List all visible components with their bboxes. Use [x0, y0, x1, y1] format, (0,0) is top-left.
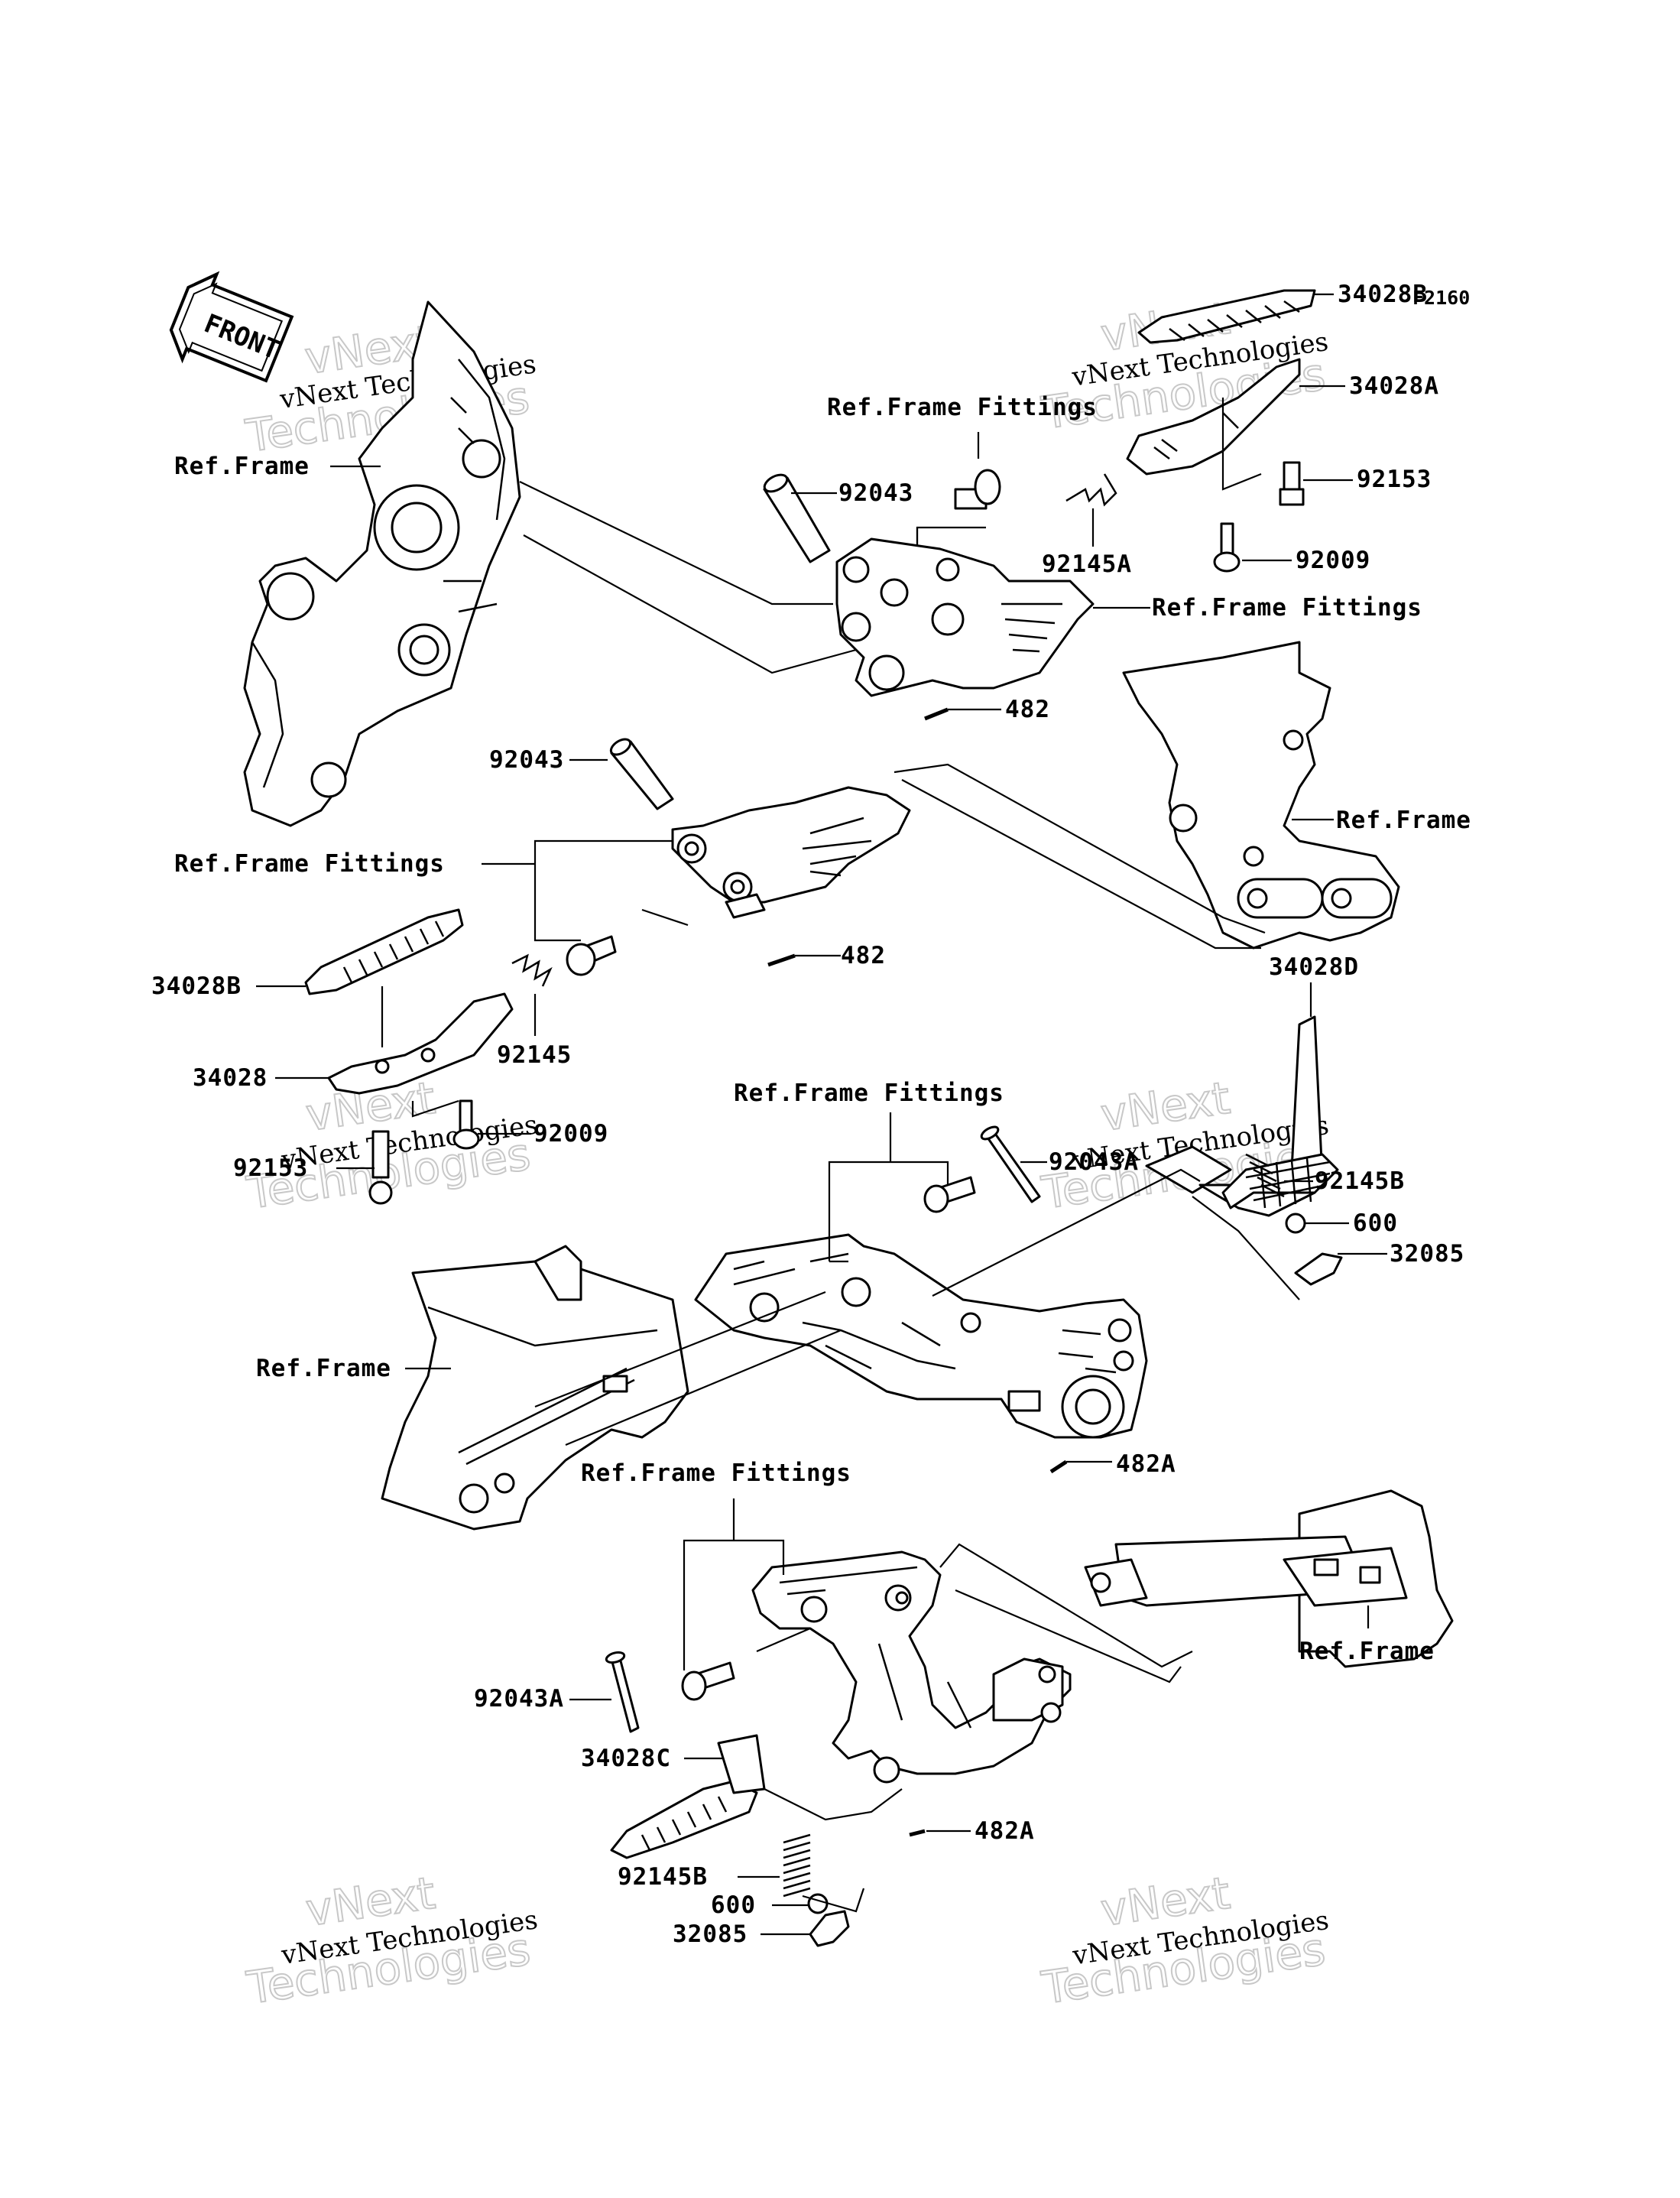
leader-line: [1192, 1196, 1300, 1300]
footpeg-rubber-34028B: [1137, 289, 1316, 344]
part-92145A-label: 92145A: [1042, 550, 1132, 578]
cotter-pin-482A: [1049, 1459, 1068, 1474]
frame-left-upper: [243, 300, 521, 827]
footpeg-34028: [327, 992, 514, 1095]
part-482A-label: 482A: [1116, 1450, 1176, 1478]
spring-92145A: [1065, 473, 1117, 507]
ref-frame-fittings-label: Ref.Frame Fittings: [734, 1080, 1004, 1107]
bolt-bottom: [681, 1661, 735, 1701]
part-600-label: 600: [711, 1891, 756, 1919]
ref-frame-fittings-label: Ref.Frame Fittings: [174, 850, 445, 878]
leader-line: [756, 1627, 811, 1653]
spring-92145B-bottom: [783, 1833, 811, 1898]
spring-92145: [511, 953, 553, 987]
bottom-bracket: [751, 1550, 1072, 1784]
bolt-92153-left: [368, 1130, 393, 1205]
part-92043A-label: 92043A: [1049, 1148, 1139, 1176]
leader-line: [482, 839, 673, 942]
watermark-bottom-right: vNext Technologies vNext Technologies: [1038, 1866, 1331, 2015]
part-32085-label: 32085: [1390, 1240, 1464, 1268]
part-92145-label: 92145: [497, 1041, 572, 1069]
pin-92043: [763, 473, 831, 563]
middle-bracket-front-left: [671, 786, 911, 919]
leader-line: [1221, 398, 1262, 491]
detent-32085: [1294, 1252, 1343, 1286]
part-92153-label: 92153: [1357, 466, 1432, 493]
bolt-middle: [566, 935, 617, 976]
leader-line: [641, 908, 689, 927]
part-34028A-label: 34028A: [1349, 372, 1439, 400]
leader-line: [683, 1498, 785, 1670]
part-34028D-label: 34028D: [1269, 953, 1359, 981]
figure-code: F2160: [1412, 287, 1470, 309]
connection-line: [523, 534, 857, 674]
bolt-92009-left: [452, 1099, 480, 1150]
part-34028C-label: 34028C: [581, 1745, 671, 1772]
ref-frame-fittings-label: Ref.Frame Fittings: [581, 1459, 851, 1487]
ref-frame-fittings-label: Ref.Frame Fittings: [1152, 594, 1422, 622]
leader-line: [764, 1788, 903, 1821]
ref-frame-label: Ref.Frame: [174, 453, 310, 480]
ref-frame-fittings-label: Ref.Frame Fittings: [827, 394, 1098, 421]
footpeg-rubber-34028B-left: [304, 908, 464, 995]
part-92043A-label: 92043A: [474, 1685, 564, 1713]
part-482-label: 482: [1005, 696, 1050, 723]
part-92153-label: 92153: [233, 1154, 308, 1182]
part-92009-label: 92009: [534, 1120, 608, 1148]
part-482A-label: 482A: [975, 1817, 1035, 1845]
leader-line: [828, 1112, 949, 1263]
pin-92043A-lower: [980, 1125, 1041, 1203]
part-34028B-label: 34028B: [1338, 281, 1428, 308]
pin-92043-middle: [609, 738, 674, 810]
ref-frame-label: Ref.Frame: [1299, 1638, 1435, 1665]
ball-600: [807, 1893, 829, 1914]
cotter-pin-482A: [909, 1829, 926, 1837]
bolt: [954, 469, 1001, 510]
pin-92043A-bottom: [605, 1651, 640, 1733]
connection-line: [939, 1543, 1193, 1683]
bolt-lower: [923, 1176, 976, 1213]
part-482-label: 482: [841, 942, 886, 969]
connection-line: [519, 481, 833, 606]
ball-600: [1285, 1213, 1306, 1234]
part-92145B-label: 92145B: [1315, 1167, 1405, 1195]
part-92145B-label: 92145B: [618, 1863, 708, 1891]
bolt-92153: [1279, 461, 1305, 506]
spring-92145B: [1245, 1153, 1285, 1198]
part-34028B-label: 34028B: [151, 972, 242, 1000]
footpeg-34028A: [1126, 358, 1301, 476]
part-92009-label: 92009: [1296, 547, 1370, 574]
connection-line: [534, 1291, 842, 1446]
connection-line: [894, 763, 1266, 934]
part-32085-label: 32085: [673, 1920, 748, 1948]
part-34028-label: 34028: [193, 1064, 268, 1092]
upper-bracket-front: [835, 537, 1095, 697]
lower-bracket-rear: [694, 1233, 1148, 1439]
watermark-bottom-left: vNext Technologies vNext Technologies: [243, 1866, 540, 2015]
cotter-pin-482: [924, 707, 949, 721]
front-arrow-icon: FRONT: [169, 271, 294, 383]
connection-line: [932, 1168, 1201, 1297]
ref-frame-label: Ref.Frame: [1336, 807, 1471, 834]
part-92043-label: 92043: [489, 746, 564, 774]
bolt-92009: [1213, 522, 1241, 573]
cotter-pin-482: [767, 953, 796, 967]
frame-right-lower: [1084, 1489, 1454, 1668]
part-92043-label: 92043: [838, 479, 913, 507]
frame-left-lower: [381, 1245, 689, 1531]
part-600-label: 600: [1353, 1209, 1398, 1237]
frame-right-middle: [1122, 641, 1400, 950]
leader-line: [802, 1888, 865, 1913]
ref-frame-label: Ref.Frame: [256, 1355, 391, 1382]
detent-32085-bottom: [809, 1910, 850, 1947]
leader-line: [381, 986, 459, 1118]
connection-line: [901, 779, 1261, 950]
